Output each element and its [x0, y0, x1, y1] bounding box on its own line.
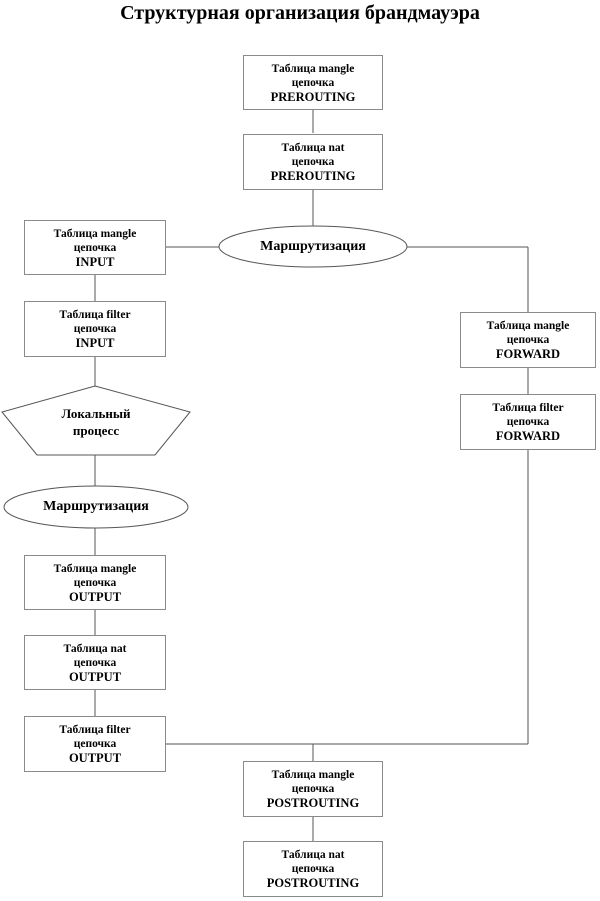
node-nat-output[interactable]: Таблица nat цепочка OUTPUT — [24, 635, 166, 690]
node-line-2: цепочка — [73, 738, 117, 750]
node-line-2: цепочка — [506, 416, 550, 428]
node-line-1: Таблица mangle — [271, 62, 355, 75]
node-line-2: процесс — [72, 422, 120, 438]
node-line-1: Таблица nat — [281, 849, 345, 861]
node-routing-bottom[interactable]: Маршрутизация — [4, 486, 188, 528]
node-mangle-input[interactable]: Таблица mangle цепочка INPUT — [24, 220, 166, 275]
node-line-3: INPUT — [75, 336, 115, 350]
node-line-3: FORWARD — [495, 347, 561, 361]
node-line-2: цепочка — [291, 76, 335, 89]
node-filter-forward[interactable]: Таблица filter цепочка FORWARD — [460, 394, 596, 450]
node-line-2: цепочка — [506, 334, 550, 346]
node-mangle-output[interactable]: Таблица mangle цепочка OUTPUT — [24, 555, 166, 610]
node-filter-output[interactable]: Таблица filter цепочка OUTPUT — [24, 716, 166, 772]
node-local-process[interactable]: Локальный процесс — [2, 394, 190, 449]
node-line-1: Таблица mangle — [53, 227, 137, 240]
node-line-3: POSTROUTING — [266, 876, 360, 890]
node-line-3: INPUT — [75, 254, 115, 269]
node-line-1: Таблица mangle — [486, 320, 570, 332]
node-nat-postrouting[interactable]: Таблица nat цепочка POSTROUTING — [243, 841, 383, 897]
node-line-2: цепочка — [291, 783, 335, 795]
node-line-3: FORWARD — [495, 429, 561, 443]
node-line-2: цепочка — [291, 863, 335, 875]
node-mangle-postrouting[interactable]: Таблица mangle цепочка POSTROUTING — [243, 761, 383, 817]
node-mangle-forward[interactable]: Таблица mangle цепочка FORWARD — [460, 312, 596, 368]
node-line-3: OUTPUT — [68, 589, 122, 604]
node-line-1: Таблица mangle — [271, 769, 355, 781]
node-line-1: Таблица nat — [281, 142, 345, 154]
node-line-3: OUTPUT — [68, 669, 122, 684]
node-line-2: цепочка — [73, 323, 117, 335]
node-line-1: Таблица nat — [63, 642, 127, 655]
node-line-3: POSTROUTING — [266, 796, 360, 810]
node-line-2: цепочка — [73, 241, 117, 254]
page-title: Структурная организация брандмауэра — [120, 2, 480, 24]
node-filter-input[interactable]: Таблица filter цепочка INPUT — [24, 301, 166, 357]
node-line-1: Таблица filter — [59, 724, 131, 736]
node-line-1: Таблица filter — [59, 309, 131, 321]
node-line-2: цепочка — [291, 156, 335, 168]
node-mangle-prerouting[interactable]: Таблица mangle цепочка PREROUTING — [243, 55, 383, 110]
node-line-3: OUTPUT — [68, 751, 122, 765]
node-line-1: Таблица filter — [492, 402, 564, 414]
node-label: Маршрутизация — [43, 499, 149, 514]
node-line-1: Таблица mangle — [53, 562, 137, 575]
node-line-3: PREROUTING — [270, 89, 356, 104]
node-line-2: цепочка — [73, 576, 117, 589]
node-line-1: Локальный — [61, 405, 131, 421]
node-line-3: PREROUTING — [270, 169, 356, 183]
node-line-2: цепочка — [73, 656, 117, 669]
node-routing-top[interactable]: Маршрутизация — [219, 226, 407, 267]
node-label: Маршрутизация — [260, 238, 366, 254]
node-nat-prerouting[interactable]: Таблица nat цепочка PREROUTING — [243, 134, 383, 190]
